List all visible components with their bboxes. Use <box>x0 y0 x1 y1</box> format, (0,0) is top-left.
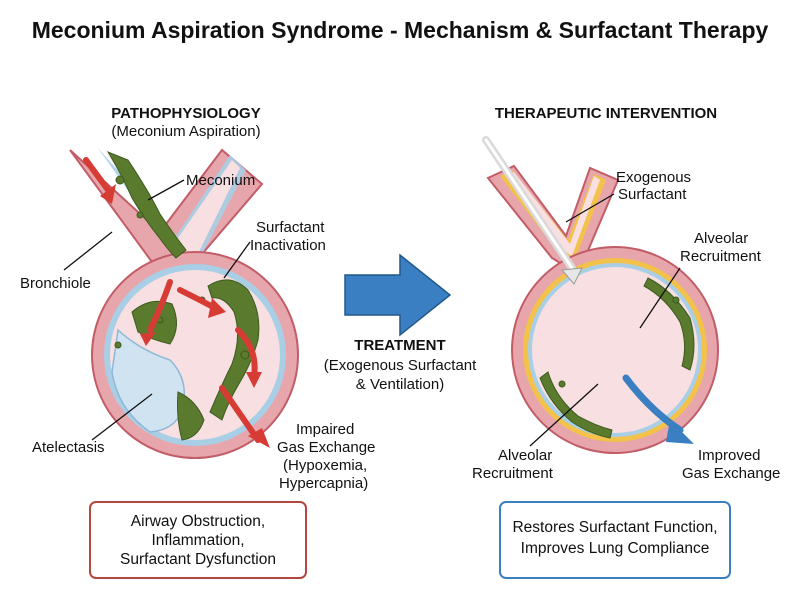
page-title: Meconium Aspiration Syndrome - Mechanism… <box>32 17 769 43</box>
label-impaired-1: Impaired <box>296 421 354 438</box>
label-improved-1: Improved <box>698 447 761 464</box>
residual-meconium <box>539 277 695 439</box>
label-atelectasis: Atelectasis <box>32 439 105 456</box>
left-summary-box <box>89 501 307 579</box>
label-exogenous-2: Surfactant <box>618 186 687 203</box>
leader-recruit-top <box>639 267 681 329</box>
leader-recruit-bottom <box>529 383 599 447</box>
label-bronchiole: Bronchiole <box>20 275 91 292</box>
left-box-line2: Inflammation, <box>151 532 244 549</box>
leader-atelectasis <box>91 393 153 441</box>
left-heading: PATHOPHYSIOLOGY <box>111 105 260 122</box>
leader-exogenous <box>565 193 615 223</box>
label-impaired-3: (Hypoxemia, <box>283 457 367 474</box>
leader-bronchiole <box>63 231 113 271</box>
diseased-alveolus <box>69 148 299 459</box>
label-recruit-top-2: Recruitment <box>680 248 762 265</box>
right-box-line1: Restores Surfactant Function, <box>512 519 717 536</box>
treated-alveolus <box>482 136 719 454</box>
right-box-line2: Improves Lung Compliance <box>521 540 710 557</box>
leader-meconium <box>147 179 185 201</box>
treatment-arrow <box>344 253 452 337</box>
label-impaired-4: Hypercapnia) <box>279 475 368 492</box>
left-box-line3: Surfactant Dysfunction <box>120 551 276 568</box>
treatment-heading: TREATMENT <box>354 337 445 354</box>
label-exogenous-1: Exogenous <box>616 169 691 186</box>
label-meconium: Meconium <box>186 172 255 189</box>
label-recruit-bottom-1: Alveolar <box>498 447 552 464</box>
treatment-line2: & Ventilation) <box>356 376 444 393</box>
leader-surfactant <box>223 241 251 279</box>
left-box-line1: Airway Obstruction, <box>131 513 265 530</box>
treatment-line1: (Exogenous Surfactant <box>324 357 477 374</box>
left-subheading: (Meconium Aspiration) <box>111 123 260 140</box>
label-recruit-top-1: Alveolar <box>694 230 748 247</box>
label-surfactant-inactivation-2: Inactivation <box>250 237 326 254</box>
label-improved-2: Gas Exchange <box>682 465 780 482</box>
label-impaired-2: Gas Exchange <box>277 439 375 456</box>
label-surfactant-inactivation-1: Surfactant <box>256 219 325 236</box>
label-recruit-bottom-2: Recruitment <box>472 465 554 482</box>
right-heading: THERAPEUTIC INTERVENTION <box>495 105 717 122</box>
right-summary-box <box>499 501 731 579</box>
